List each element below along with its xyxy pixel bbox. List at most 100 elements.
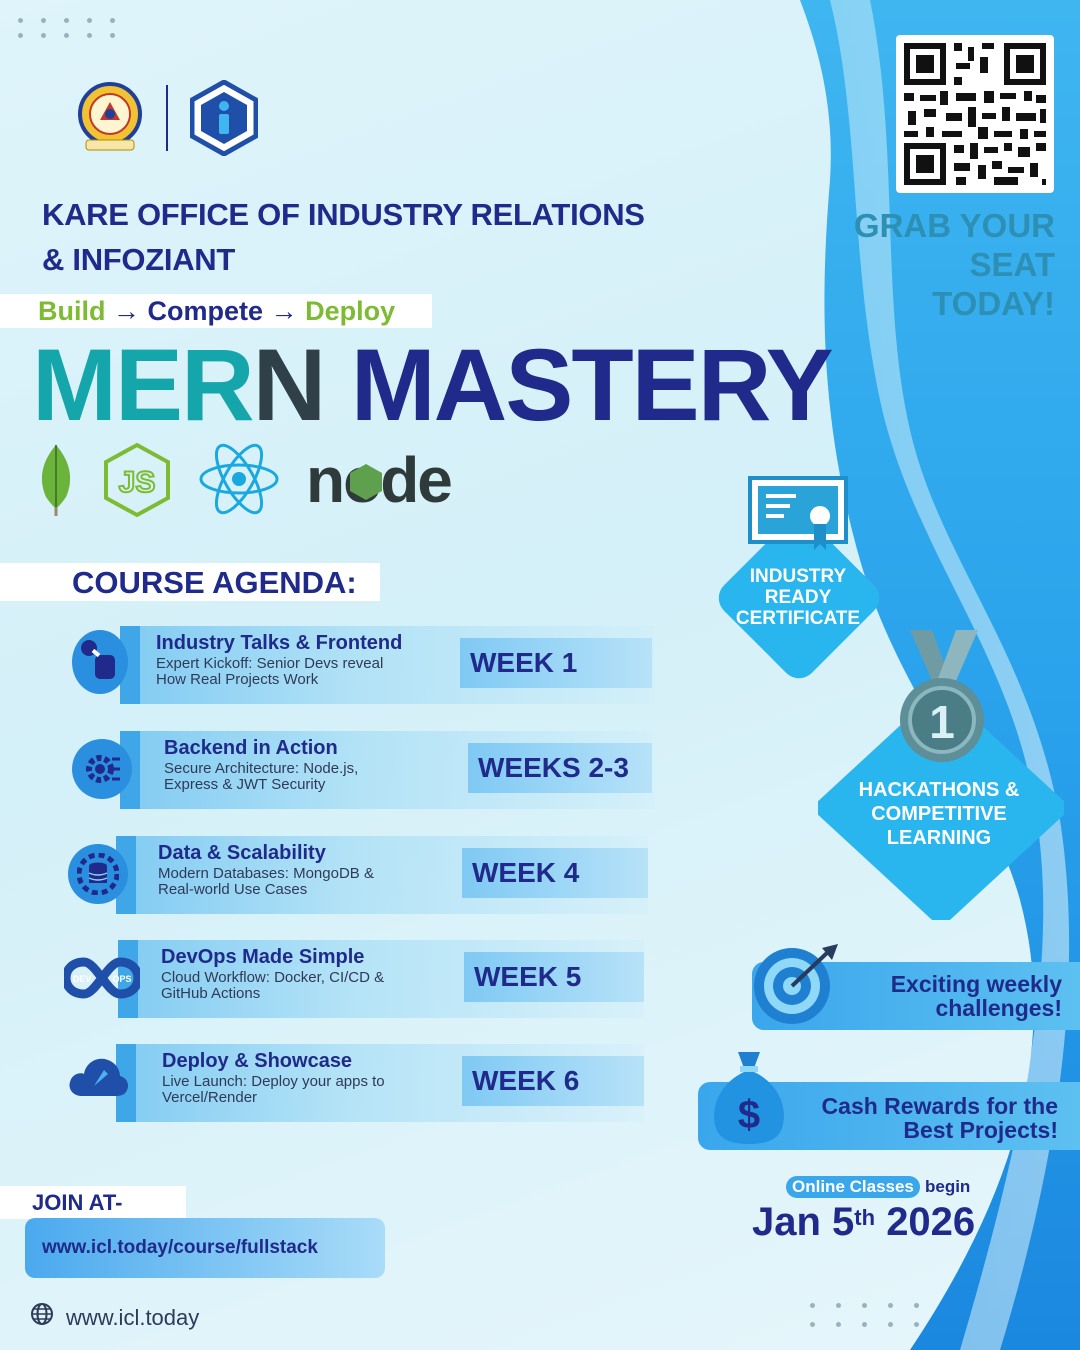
cash-line-1: Cash Rewards for the	[821, 1093, 1058, 1119]
agenda-title: Industry Talks & Frontend	[156, 632, 403, 654]
start-date: Jan 5th 2026	[752, 1198, 975, 1246]
svg-text:OPS: OPS	[112, 974, 131, 984]
date-year: 2026	[886, 1200, 976, 1244]
certificate-line-3: CERTIFICATE	[735, 608, 861, 629]
cloud-rocket-icon	[68, 1052, 130, 1100]
decorative-dots-top	[18, 18, 115, 38]
cash-rewards-text: Cash Rewards for the Best Projects!	[786, 1094, 1058, 1142]
organizer-line-1: KARE OFFICE OF INDUSTRY RELATIONS	[42, 197, 645, 232]
svg-text:DEV: DEV	[73, 974, 92, 984]
globe-icon	[30, 1302, 54, 1334]
svg-text:JS: JS	[119, 466, 156, 499]
agenda-desc-1: Expert Kickoff: Senior Devs reveal	[156, 655, 384, 672]
hackathon-diamond	[815, 690, 1067, 925]
tagline-arrow-2: →	[270, 296, 298, 326]
agenda-text: Industry Talks & Frontend Expert Kickoff…	[156, 630, 456, 688]
certificate-diamond	[697, 496, 901, 700]
join-label: JOIN AT-	[0, 1186, 186, 1219]
infoziant-logo	[189, 79, 259, 157]
decorative-dots-bottom	[810, 1303, 919, 1327]
challenges-line-2: challenges!	[935, 995, 1062, 1021]
agenda-desc-2: Vercel/Render	[162, 1089, 258, 1106]
agenda-desc-1: Live Launch: Deploy your apps to	[162, 1073, 385, 1090]
agenda-title: Backend in Action	[164, 737, 338, 759]
certificate-line-1: INDUSTRY	[749, 566, 847, 587]
react-icon	[198, 443, 280, 519]
cash-line-2: Best Projects!	[903, 1117, 1058, 1143]
website-text: www.icl.today	[66, 1305, 200, 1330]
agenda-desc-1: Cloud Workflow: Docker, CI/CD &	[161, 969, 385, 986]
agenda-row-week-1: Industry Talks & Frontend Expert Kickoff…	[72, 626, 654, 704]
agenda-title: Deploy & Showcase	[162, 1050, 353, 1072]
agenda-row-weeks-2-3: Backend in Action Secure Architecture: N…	[72, 731, 654, 809]
agenda-row-week-4: Data & Scalability Modern Databases: Mon…	[68, 836, 648, 914]
online-classes-pill: Online Classes	[786, 1176, 920, 1198]
challenges-text: Exciting weekly challenges!	[840, 972, 1062, 1020]
agenda-desc-2: Real-world Use Cases	[158, 881, 308, 898]
organizer-heading: KARE OFFICE OF INDUSTRY RELATIONS & INFO…	[42, 192, 682, 282]
qr-code[interactable]	[896, 35, 1054, 193]
medal-number: 1	[929, 696, 955, 748]
gear-circuit-icon	[72, 739, 132, 799]
title-mastery: MASTERY	[350, 328, 834, 442]
week-label: WEEK 5	[464, 952, 644, 1002]
agenda-text: Deploy & Showcase Live Launch: Deploy yo…	[162, 1048, 442, 1106]
agenda-desc-2: How Real Projects Work	[156, 671, 319, 688]
grab-seat-cta: GRAB YOUR SEAT TODAY!	[830, 206, 1055, 323]
agenda-desc-1: Modern Databases: MongoDB &	[158, 865, 374, 882]
certificate-icon	[748, 476, 848, 556]
agenda-title: DevOps Made Simple	[161, 946, 365, 968]
certificate-label: INDUSTRY READY CERTIFICATE	[718, 566, 878, 629]
week-label: WEEK 1	[460, 638, 652, 688]
hackathon-label: HACKATHONS & COMPETITIVE LEARNING	[840, 778, 1038, 850]
tagline-strip: Build → Compete → Deploy	[0, 294, 432, 328]
begin-text: begin	[924, 1177, 971, 1196]
date-main: Jan 5	[752, 1200, 855, 1244]
university-logo	[72, 82, 148, 154]
title-n: N	[252, 328, 327, 442]
grab-seat-line-2: SEAT	[969, 246, 1055, 283]
money-bag-icon: $	[708, 1048, 790, 1146]
medal-icon: 1	[896, 628, 992, 768]
dollar-sign: $	[738, 1093, 760, 1137]
challenges-line-1: Exciting weekly	[890, 971, 1062, 997]
agenda-desc-2: GitHub Actions	[161, 985, 261, 1002]
agenda-text: DevOps Made Simple Cloud Workflow: Docke…	[161, 944, 461, 1002]
week-label: WEEK 4	[462, 848, 648, 898]
database-gear-icon	[68, 844, 128, 904]
certificate-line-2: READY	[764, 587, 832, 608]
node-icon: node	[306, 442, 466, 516]
course-agenda-heading: COURSE AGENDA:	[0, 563, 380, 601]
hackathon-line-2: COMPETITIVE	[871, 803, 1007, 825]
week-label: WEEK 6	[462, 1056, 644, 1106]
logo-divider	[166, 85, 168, 151]
online-classes-line: Online Classes begin	[786, 1176, 970, 1198]
date-suffix: th	[854, 1205, 876, 1230]
agenda-row-week-5: DEV OPS DevOps Made Simple Cloud Workflow…	[61, 940, 644, 1018]
agenda-text: Backend in Action Secure Architecture: N…	[164, 735, 464, 793]
course-link[interactable]: www.icl.today/course/fullstack	[25, 1218, 385, 1278]
organizer-line-2: & INFOZIANT	[42, 242, 236, 277]
agenda-text: Data & Scalability Modern Databases: Mon…	[158, 840, 458, 898]
hackathon-line-3: LEARNING	[886, 827, 992, 849]
devops-infinity-icon: DEV OPS	[61, 956, 143, 1000]
tagline-compete: Compete	[147, 296, 264, 326]
mongodb-leaf-icon	[36, 443, 76, 521]
grab-seat-line-3: TODAY!	[932, 285, 1055, 322]
week-label: WEEKS 2-3	[468, 743, 652, 793]
hackathon-line-1: HACKATHONS &	[858, 779, 1020, 801]
tagline-arrow-1: →	[113, 296, 141, 326]
agenda-title: Data & Scalability	[158, 842, 326, 864]
page-title: MERN MASTERY	[32, 328, 834, 442]
target-icon	[752, 940, 842, 1026]
agenda-row-week-6: Deploy & Showcase Live Launch: Deploy yo…	[68, 1044, 644, 1122]
footer-website[interactable]: www.icl.today	[30, 1302, 199, 1334]
agenda-desc-1: Secure Architecture: Node.js,	[164, 760, 359, 777]
microphone-fist-icon	[72, 630, 128, 694]
tagline-deploy: Deploy	[305, 296, 396, 326]
agenda-desc-2: Express & JWT Security	[164, 776, 326, 793]
javascript-icon: JS	[102, 442, 172, 522]
title-mer: MER	[32, 328, 255, 442]
grab-seat-line-1: GRAB YOUR	[853, 207, 1055, 244]
tagline-build: Build	[38, 296, 106, 326]
